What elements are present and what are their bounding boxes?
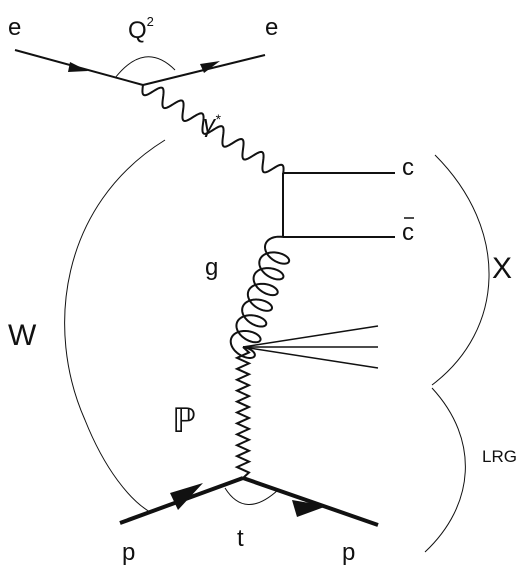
gluon-line <box>229 235 291 359</box>
electron-in-arrow <box>68 62 88 72</box>
t-arc <box>224 487 279 505</box>
proton-in-arrow <box>170 483 203 510</box>
q2-arc <box>114 56 176 79</box>
electron-out-label: e <box>265 14 278 41</box>
proton-out-label: p <box>342 539 355 566</box>
proton-out-line <box>242 476 379 527</box>
anticharm-label: c <box>402 219 414 246</box>
remnant-line-1 <box>242 325 379 348</box>
photon-line <box>141 84 285 176</box>
proton-out-arrow <box>292 500 327 517</box>
w-label: W <box>8 319 37 352</box>
w-arc <box>64 139 166 513</box>
x-label: X <box>492 252 512 285</box>
x-bracket <box>431 154 490 386</box>
remnant-line-3 <box>242 346 379 369</box>
proton-in-label: p <box>122 539 135 566</box>
electron-out-arrow <box>200 61 220 73</box>
charm-label: c <box>402 154 414 181</box>
electron-in-label: e <box>8 14 21 41</box>
pomeron-line <box>234 346 252 479</box>
lrg-label: LRG <box>482 447 517 466</box>
pomeron-label: ℙ <box>172 402 196 440</box>
q2-label: Q2 <box>128 14 154 44</box>
t-label: t <box>237 525 244 552</box>
lrg-bracket <box>424 387 466 553</box>
photon-label: γ* <box>203 111 221 138</box>
gluon-label: g <box>205 254 218 281</box>
